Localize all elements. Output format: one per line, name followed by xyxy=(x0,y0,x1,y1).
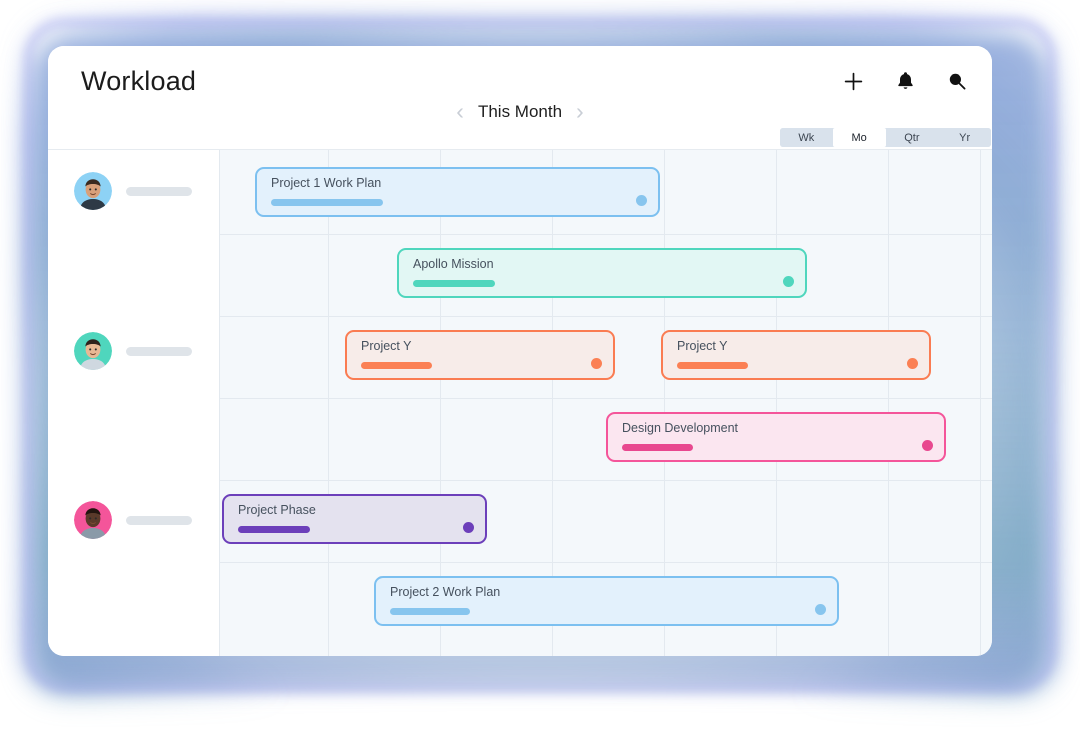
task-title: Project Phase xyxy=(238,503,316,517)
grid-column-line xyxy=(980,150,981,656)
timeline-task-bar[interactable]: Design Development xyxy=(606,412,946,462)
grid-row-line xyxy=(220,562,992,563)
task-progress-bar xyxy=(390,608,471,615)
app-header: Workload xyxy=(48,46,992,150)
task-progress-bar xyxy=(622,444,693,451)
grid-column-line xyxy=(888,150,889,656)
page-title: Workload xyxy=(81,66,197,96)
notifications-bell-icon[interactable] xyxy=(892,68,918,94)
task-title: Project 2 Work Plan xyxy=(390,585,501,599)
grid-column-line xyxy=(776,150,777,656)
grid-column-line xyxy=(440,150,441,656)
search-icon[interactable] xyxy=(944,68,970,94)
avatar[interactable] xyxy=(74,332,112,370)
person-row[interactable] xyxy=(74,332,192,370)
timeline-task-bar[interactable]: Apollo Mission xyxy=(397,248,807,298)
grid-row-line xyxy=(220,398,992,399)
range-option-yr[interactable]: Yr xyxy=(938,128,991,147)
task-title: Project Y xyxy=(677,339,728,353)
timeline-task-bar[interactable]: Project 1 Work Plan xyxy=(255,167,660,217)
task-title: Project Y xyxy=(361,339,412,353)
range-option-mo[interactable]: Mo xyxy=(832,128,886,147)
grid-row-line xyxy=(220,316,992,317)
grid-column-line xyxy=(328,150,329,656)
task-end-handle[interactable] xyxy=(636,195,647,206)
grid-column-line xyxy=(664,150,665,656)
avatar[interactable] xyxy=(74,501,112,539)
task-progress-bar xyxy=(271,199,384,206)
task-end-handle[interactable] xyxy=(907,358,918,369)
header-actions xyxy=(840,68,970,94)
task-end-handle[interactable] xyxy=(815,604,826,615)
grid-row-line xyxy=(220,234,992,235)
header-divider xyxy=(48,149,992,150)
person-row[interactable] xyxy=(74,172,192,210)
previous-period-button[interactable]: ‹ xyxy=(456,98,464,124)
grid-row-line xyxy=(220,480,992,481)
task-progress-bar xyxy=(677,362,748,369)
person-name-placeholder xyxy=(126,186,192,196)
timeline-task-bar[interactable]: Project 2 Work Plan xyxy=(374,576,839,626)
task-end-handle[interactable] xyxy=(463,522,474,533)
task-title: Project 1 Work Plan xyxy=(271,176,382,190)
next-period-button[interactable]: › xyxy=(576,98,584,124)
person-row[interactable] xyxy=(74,501,192,539)
task-title: Apollo Mission xyxy=(413,257,494,271)
timeline-task-bar[interactable]: Project Phase xyxy=(222,494,487,544)
period-navigator: ‹ This Month › xyxy=(48,100,992,123)
task-progress-bar xyxy=(361,362,432,369)
workload-app-card: Workload xyxy=(48,46,992,656)
people-column xyxy=(48,150,220,656)
person-name-placeholder xyxy=(126,346,192,356)
task-progress-bar xyxy=(238,526,310,533)
timeline-task-bar[interactable]: Project Y xyxy=(345,330,615,380)
add-icon[interactable] xyxy=(840,68,866,94)
avatar[interactable] xyxy=(74,172,112,210)
range-option-qtr[interactable]: Qtr xyxy=(885,128,939,147)
current-period-label: This Month xyxy=(477,101,563,121)
task-end-handle[interactable] xyxy=(591,358,602,369)
task-end-handle[interactable] xyxy=(922,440,933,451)
grid-column-line xyxy=(552,150,553,656)
task-progress-bar xyxy=(413,280,496,287)
person-name-placeholder xyxy=(126,515,192,525)
task-end-handle[interactable] xyxy=(783,276,794,287)
task-title: Design Development xyxy=(622,421,739,435)
range-option-wk[interactable]: Wk xyxy=(780,128,833,147)
timeline-task-bar[interactable]: Project Y xyxy=(661,330,931,380)
